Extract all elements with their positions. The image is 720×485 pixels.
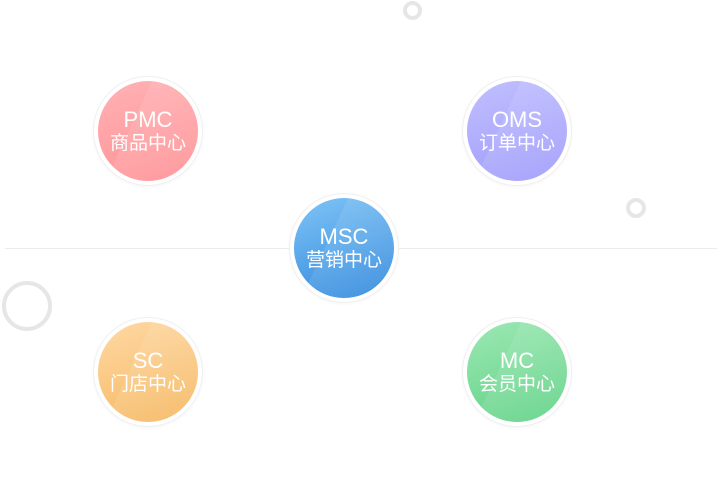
node-mc-name: 会员中心 <box>478 374 555 395</box>
node-pmc-disc: PMC 商品中心 <box>98 81 198 181</box>
node-pmc-code: PMC <box>123 107 173 132</box>
node-mc-disc: MC 会员中心 <box>467 322 567 422</box>
decorative-ring-small-top <box>403 1 422 20</box>
node-oms-disc: OMS 订单中心 <box>467 81 567 181</box>
node-pmc[interactable]: PMC 商品中心 <box>94 77 202 185</box>
node-sc-disc: SC 门店中心 <box>98 322 198 422</box>
node-mc-code: MC <box>499 348 535 373</box>
node-sc[interactable]: SC 门店中心 <box>94 318 202 426</box>
node-sc-name: 门店中心 <box>109 374 186 395</box>
node-oms[interactable]: OMS 订单中心 <box>463 77 571 185</box>
node-msc-disc: MSC 营销中心 <box>294 198 394 298</box>
node-msc[interactable]: MSC 营销中心 <box>290 194 398 302</box>
decorative-ring-large-left <box>2 281 52 331</box>
node-sc-code: SC <box>132 348 164 373</box>
node-oms-code: OMS <box>491 107 543 132</box>
node-oms-name: 订单中心 <box>478 133 555 154</box>
decorative-ring-small-right <box>626 198 646 218</box>
node-msc-code: MSC <box>319 224 369 249</box>
node-msc-name: 营销中心 <box>305 250 382 271</box>
node-mc[interactable]: MC 会员中心 <box>463 318 571 426</box>
node-pmc-name: 商品中心 <box>109 133 186 154</box>
